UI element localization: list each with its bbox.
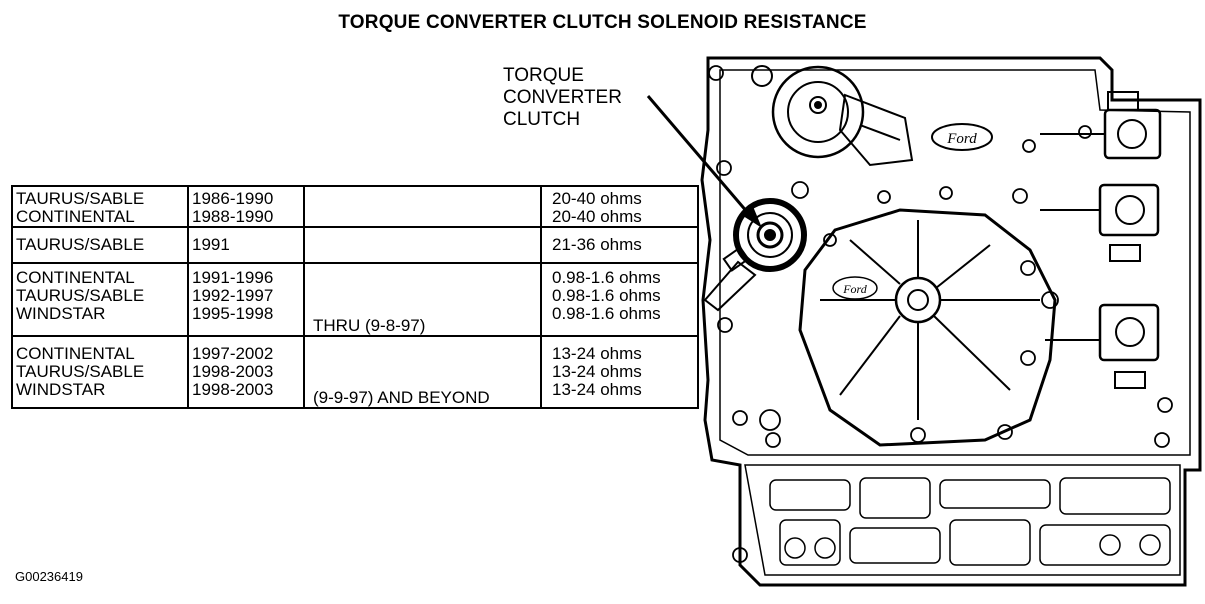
table-row: TAURUS/SABLE 1991 21-36 ohms <box>11 226 699 264</box>
callout-line: CONVERTER <box>503 87 622 108</box>
ford-logo-text: Ford <box>842 282 868 296</box>
ford-logo-upper <box>931 123 993 151</box>
note-cell <box>303 226 542 264</box>
page-title: TORQUE CONVERTER CLUTCH SOLENOID RESISTA… <box>338 12 867 33</box>
torque-converter-clutch-solenoid <box>703 198 807 312</box>
note-cell <box>303 185 542 228</box>
note-cell: (9-9-97) AND BEYOND <box>303 335 542 409</box>
figure-code: G00236419 <box>15 569 83 584</box>
callout-line: CLUTCH <box>503 109 581 130</box>
solenoid-callout-label: TORQUE CONVERTER CLUTCH <box>503 65 622 131</box>
note-cell: THRU (9-8-97) <box>303 262 542 337</box>
upper-solenoid <box>751 65 914 167</box>
ford-logo-text: Ford <box>946 131 977 147</box>
valve-body-outline <box>700 56 1202 587</box>
year-cell: 1991 <box>187 226 305 264</box>
callout-line: TORQUE <box>503 65 584 86</box>
shift-solenoid-2 <box>1040 183 1160 262</box>
mounting-bolts <box>708 65 1173 563</box>
lower-channel-plate <box>769 477 1171 566</box>
ford-logo-lower <box>832 276 878 300</box>
accumulator-housing <box>798 208 1057 447</box>
resistance-cell: 21-36 ohms <box>540 226 699 264</box>
shift-solenoid-1 <box>1040 91 1162 160</box>
shift-solenoid-3 <box>1045 303 1160 389</box>
model-cell: TAURUS/SABLE <box>11 226 189 264</box>
